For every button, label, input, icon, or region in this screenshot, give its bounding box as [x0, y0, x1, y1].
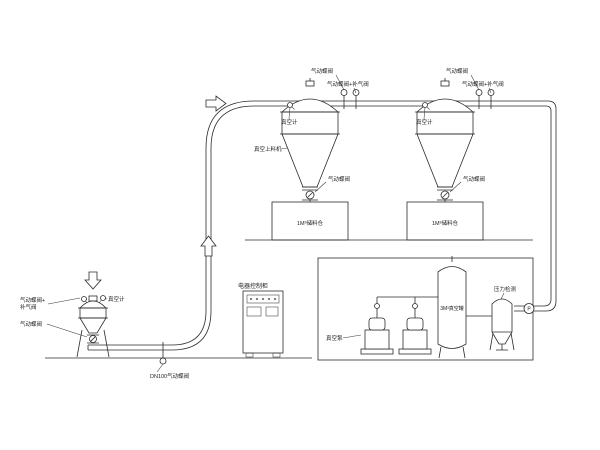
machine-room: P [317, 256, 535, 361]
label-feeder-discharge-valve: 气动蝶阀 [20, 320, 42, 328]
label-vacuum-pump: 真空泵 [326, 334, 343, 342]
feeder-body [79, 307, 107, 319]
vacuum-receiver-1 [279, 77, 341, 203]
feeder-vacuum-gauge [100, 295, 106, 301]
label-storage-bin-2: 1M³储料仓 [432, 219, 458, 227]
label-receiver2-valve-combo: 气动蝶阀+补气阀 [462, 80, 504, 88]
label-storage-bin-1: 1M³储料仓 [297, 219, 323, 227]
label-feeder-valve-combo-line1: 气动蝶阀+ [20, 296, 45, 304]
label-receiver2-top-valve: 气动蝶阀 [446, 67, 468, 75]
vacuum-receiver-2 [414, 77, 476, 203]
flow-arrow-up [200, 235, 217, 257]
label-receiver2-discharge-valve: 气动蝶阀 [463, 175, 485, 183]
filter-separator [489, 298, 515, 351]
feeder-cone [79, 317, 107, 334]
label-receiver1-vacuum-gauge: 真空计 [281, 118, 298, 126]
pipe-outer-line [88, 100, 557, 346]
pipe-inner-line [88, 105, 552, 351]
label-receiver1-name: 真空上料机 [254, 145, 282, 153]
label-dn100-valve: DN100气动蝶阀 [150, 372, 189, 380]
feeder-station [76, 295, 110, 358]
feeder-dome [79, 300, 107, 309]
feeder-top-valve [81, 296, 87, 302]
label-receiver1-top-valve: 气动蝶阀 [311, 67, 333, 75]
feeder-stand [76, 329, 110, 358]
vacuum-pump-1 [360, 317, 394, 355]
label-receiver1-discharge-valve: 气动蝶阀 [328, 175, 350, 183]
feeder-top-cap [88, 295, 98, 302]
flow-arrow-right [205, 95, 227, 112]
label-vacuum-tank: 3M³真空罐 [440, 305, 464, 312]
label-receiver2-vacuum-gauge: 真空计 [416, 118, 433, 126]
pump1-valve [374, 303, 380, 309]
pump2-valve [412, 303, 418, 309]
label-receiver1-valve-combo: 气动蝶阀+补气阀 [327, 80, 369, 88]
vacuum-pump-2 [398, 317, 432, 355]
label-feeder-valve-combo-line2: 补气阀 [20, 303, 37, 311]
feed-arrow-down [84, 271, 102, 290]
conveying-pipeline [87, 100, 557, 351]
pressure-gauge-letter: P [527, 307, 531, 313]
vacuum-tank [437, 256, 467, 359]
control-cabinet [242, 290, 284, 358]
pump-manifold-pipe [376, 296, 492, 318]
label-control-cabinet: 电器控制柜 [238, 282, 268, 290]
dn100-valve [156, 342, 167, 373]
label-feeder-vacuum-gauge: 真空计 [108, 295, 125, 303]
pressure-gauge: P [523, 303, 535, 314]
label-pressure-detection: 压力检测 [494, 285, 517, 293]
annotations: 气动蝶阀+ 补气阀 真空计 气动蝶阀 DN100气动蝶阀 气动蝶阀 气动蝶阀+补… [20, 67, 517, 380]
